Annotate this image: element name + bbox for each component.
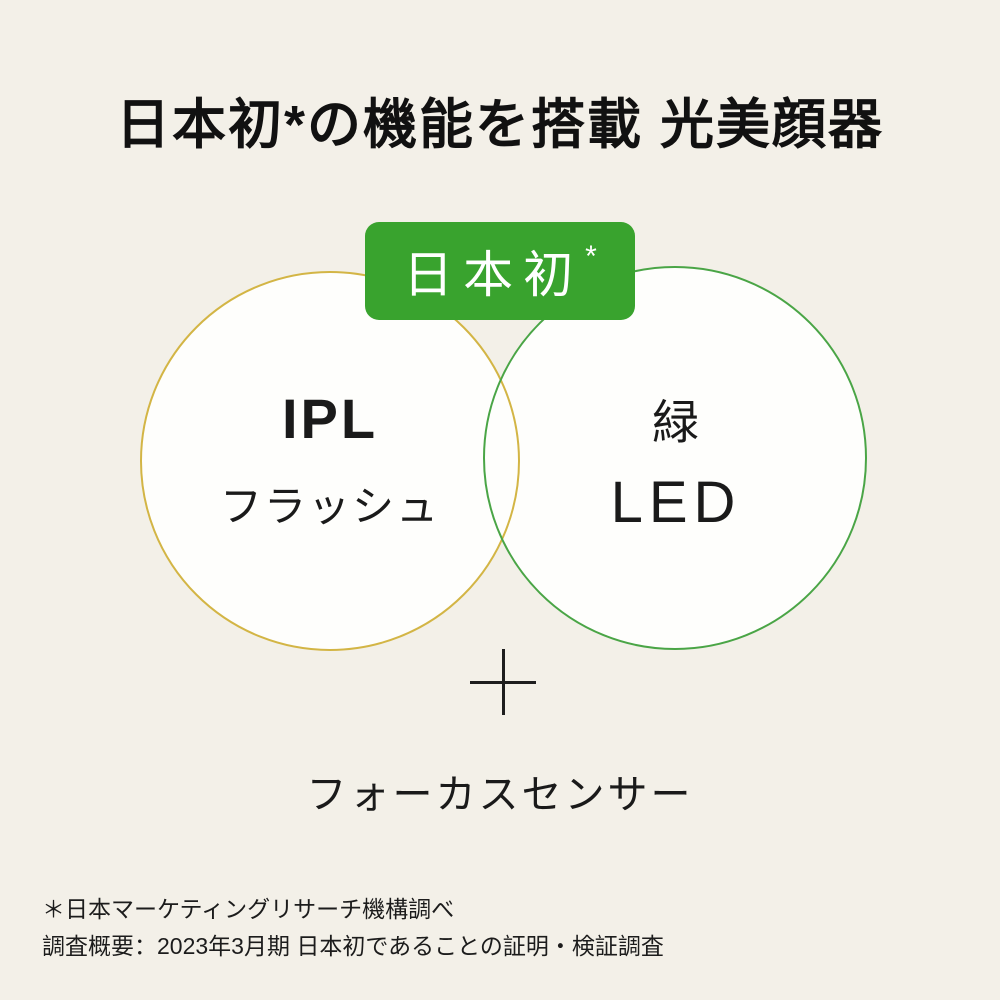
japan-first-badge: 日本初*	[365, 222, 635, 320]
led-circle-outline	[483, 266, 867, 650]
plus-icon-vertical-bar	[501, 649, 505, 715]
footnote: ＊日本マーケティングリサーチ機構調べ 調査概要：2023年3月期 日本初であるこ…	[42, 891, 664, 965]
led-text: LED	[610, 470, 742, 535]
green-led-label: 緑 LED	[516, 384, 836, 536]
ipl-flash-label: IPL フラッシュ	[170, 386, 490, 534]
led-circle-fill	[484, 267, 866, 649]
ipl-circle-fill	[141, 272, 519, 650]
ipl-text: IPL	[281, 387, 379, 450]
flash-text: フラッシュ	[219, 483, 440, 530]
footnote-line-2: 調査概要：2023年3月期 日本初であることの証明・検証調査	[42, 932, 664, 959]
focus-sensor-label: フォーカスセンサー	[306, 773, 694, 817]
japan-first-badge-label: 日本初	[403, 247, 584, 303]
footnote-line-1: ＊日本マーケティングリサーチ機構調べ	[42, 896, 455, 922]
page-title: 日本初*の機能を搭載 光美顔器	[115, 95, 885, 155]
plus-icon	[470, 649, 536, 715]
ipl-circle-outline	[140, 271, 520, 651]
asterisk-mark: *	[585, 240, 597, 273]
green-text: 緑	[652, 396, 700, 449]
